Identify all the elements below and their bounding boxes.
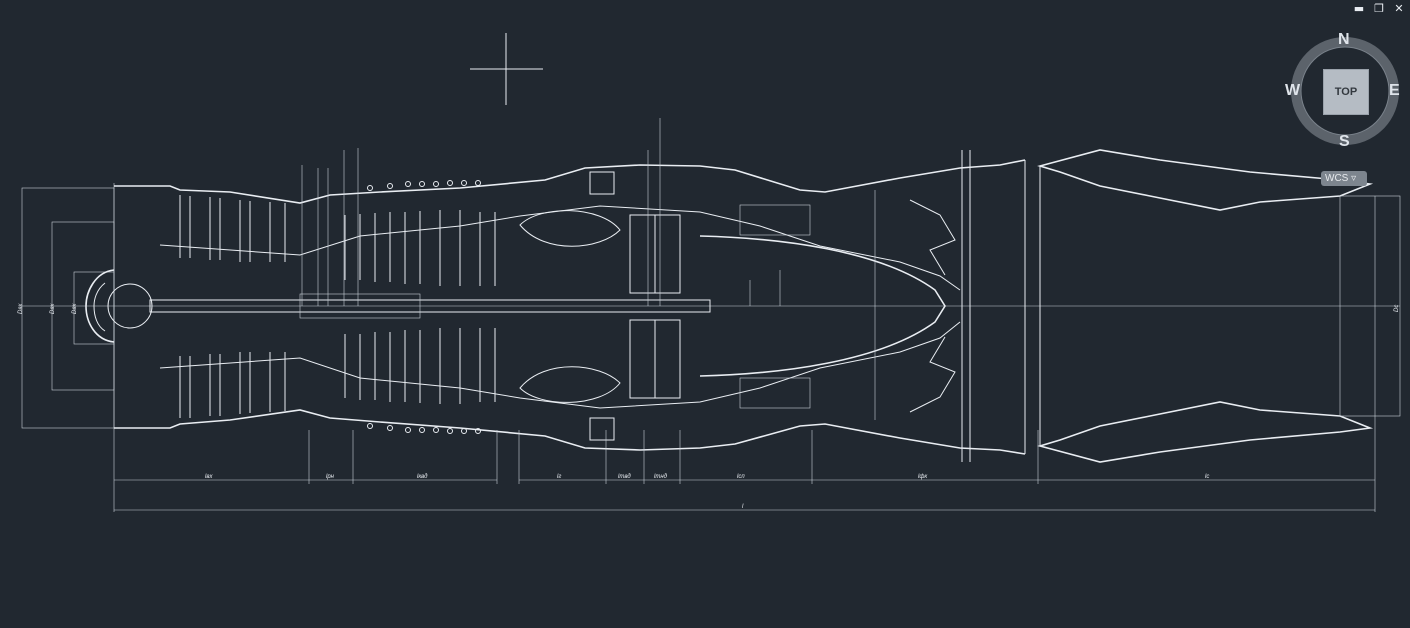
dim-l-combustor: lг — [557, 474, 561, 480]
viewcube-top-face[interactable]: TOP — [1323, 69, 1369, 115]
dim-l-nozzle: lс — [1205, 474, 1209, 480]
dim-l-hpt: lтвд — [618, 474, 631, 480]
viewcube-east[interactable]: E — [1389, 82, 1400, 99]
dim-l-hpc: lквд — [417, 474, 428, 480]
dim-l-lpt: lтнд — [654, 474, 668, 480]
viewcube-ring-icon[interactable] — [1291, 37, 1399, 145]
exhaust-cone — [699, 235, 946, 377]
left-dimension-lines — [21, 183, 115, 512]
compressor-blades — [179, 195, 496, 418]
viewcube[interactable]: N S E W TOP — [1285, 30, 1404, 152]
outer-casing-lower — [114, 409, 1026, 455]
minimize-button[interactable]: ▬ — [1353, 2, 1365, 15]
dim-d-inlet-inner: Dвх — [72, 303, 78, 314]
dim-d-inlet-mid: Dвх — [50, 303, 56, 314]
viewcube-north[interactable]: N — [1338, 31, 1350, 48]
dim-l-mixer: lсп — [737, 474, 745, 480]
close-button[interactable]: ✕ — [1394, 2, 1404, 15]
diameter-leaders — [301, 118, 781, 306]
flame-holders — [874, 150, 971, 462]
nozzle-lower — [1037, 401, 1374, 463]
window-controls: ▬ ❐ ✕ — [1352, 2, 1406, 16]
dim-l-overall: l — [742, 504, 744, 510]
dim-d-inlet-outer: Dвх — [18, 303, 24, 314]
outer-casing-upper — [114, 159, 1026, 204]
dim-l-fan: lрн — [326, 474, 335, 480]
bottom-dimension-chain — [114, 196, 1376, 512]
restore-button[interactable]: ❐ — [1374, 2, 1384, 15]
viewcube-west[interactable]: W — [1285, 82, 1301, 99]
nose-cone — [85, 269, 115, 343]
dim-l-inlet: lвх — [205, 474, 213, 480]
flange-bolts — [367, 171, 615, 441]
combustor-turbine — [519, 204, 811, 409]
dim-d-nozzle: Dс — [1394, 305, 1400, 312]
ucs-dropdown[interactable]: WCS ▿ — [1321, 171, 1367, 186]
viewcube-south[interactable]: S — [1339, 133, 1350, 150]
dim-l-afterburner: lфк — [918, 474, 928, 480]
crosshair-cursor-icon — [470, 33, 543, 105]
